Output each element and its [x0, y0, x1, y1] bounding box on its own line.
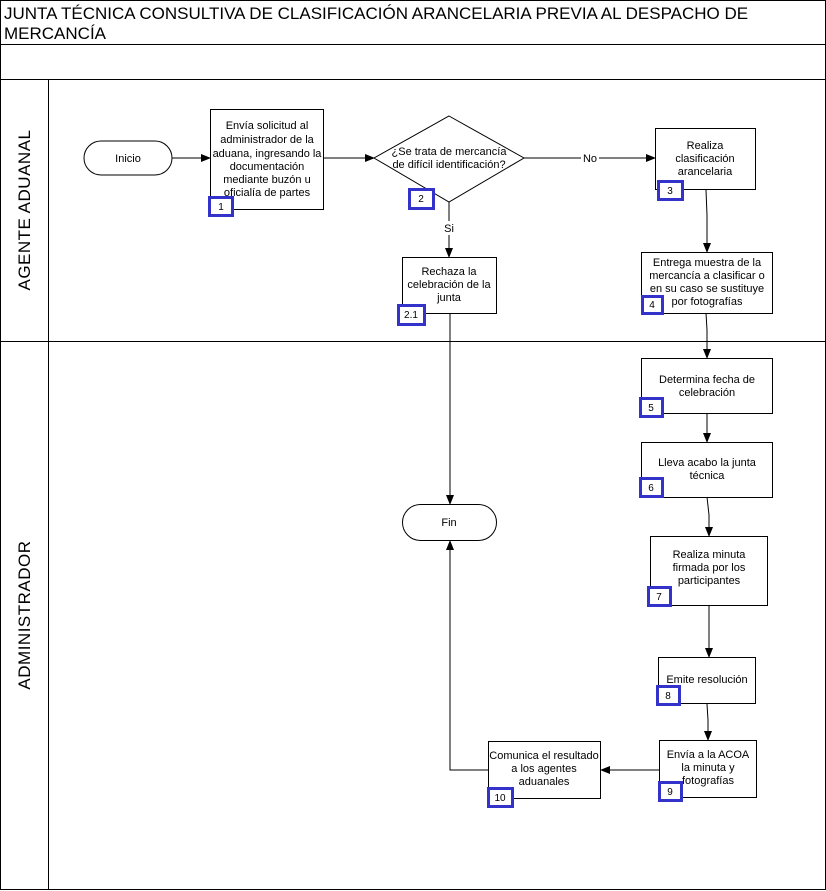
node-7-badge [647, 586, 672, 607]
node-9-line-1: Envía a la ACOA [667, 749, 750, 761]
node-2-line-2: de difícil identificación? [392, 159, 505, 171]
node-3: Realiza clasificación arancelaria 3 [655, 128, 756, 201]
node-8-badge [656, 685, 681, 706]
node-4-badge [641, 295, 664, 315]
node-3-line-1: Realiza [687, 140, 725, 152]
node-10-badge [487, 787, 514, 808]
title-line-2: MERCANCÍA [4, 24, 107, 43]
nodes: Inicio Envía solicitud al administrador … [83, 109, 773, 808]
edge-label-bg-si [440, 221, 458, 235]
node-9-line-2: la minuta y [681, 762, 735, 774]
node-2-1-badge-text: 2.1 [404, 310, 418, 321]
node-fin-text: Fin [441, 517, 456, 529]
node-9: Envía a la ACOA la minuta y fotografías … [658, 740, 757, 802]
node-2-line-1: ¿Se trata de mercancía [392, 146, 508, 158]
node-1-badge-text: 1 [218, 202, 224, 213]
edges: No Si [172, 151, 713, 774]
node-6-line-1: Lleva acabo la junta [658, 457, 757, 469]
node-7-badge-text: 7 [656, 592, 662, 603]
edge-n10-fin [446, 540, 488, 771]
lane-label-admin: ADMINISTRADOR [15, 540, 34, 689]
edge-label-no: No [583, 153, 597, 165]
node-8-badge-text: 8 [665, 691, 671, 702]
node-1-line-6: oficialía de partes [224, 187, 311, 199]
node-1-line-4: documentación [230, 161, 305, 173]
node-7: Realiza minuta firmada por los participa… [647, 536, 768, 607]
node-4-line-1: Entrega muestra de la [653, 257, 762, 269]
node-2-1-badge [397, 304, 426, 326]
node-4-line-3: en su caso se sustituye [650, 283, 764, 295]
node-2-badge [408, 188, 435, 210]
lane-label-agente: AGENTE ADUANAL [15, 130, 34, 291]
node-2-1: Rechaza la celebración de la junta 2.1 [397, 257, 497, 326]
node-7-line-3: participantes [678, 575, 741, 587]
node-fin: Fin [402, 504, 497, 541]
node-2-1-line-2: celebración de la [407, 279, 491, 291]
node-5-line-2: celebración [679, 387, 735, 399]
node-2-1-line-1: Rechaza la [421, 266, 477, 278]
node-5-line-1: Determina fecha de [659, 374, 755, 386]
node-4-line-4: por fotografías [672, 296, 743, 308]
node-5-badge [639, 397, 664, 418]
node-9-line-3: fotografías [682, 775, 734, 787]
node-9-badge [658, 781, 683, 802]
node-1-badge [208, 196, 234, 217]
edge-n3-n4 [703, 189, 711, 253]
node-4-badge-text: 4 [649, 300, 655, 311]
node-5-badge-text: 5 [648, 403, 654, 414]
node-6: Lleva acabo la junta técnica 6 [639, 442, 773, 498]
edge-label-si: Si [444, 223, 454, 235]
node-6-line-2: técnica [690, 470, 726, 482]
node-1-line-1: Envía solicitud al [226, 120, 309, 132]
node-3-badge [657, 180, 684, 201]
node-2-badge-text: 2 [418, 194, 424, 205]
node-4: Entrega muestra de la mercancía a clasif… [641, 252, 773, 315]
node-9-badge-text: 9 [667, 787, 673, 798]
node-10-line-1: Comunica el resultado [489, 750, 598, 762]
node-1: Envía solicitud al administrador de la a… [208, 109, 324, 217]
node-2: ¿Se trata de mercancía de difícil identi… [372, 115, 526, 210]
node-10-badge-text: 10 [494, 793, 506, 804]
node-1-line-5: mediante buzón u [223, 174, 310, 186]
node-8: Emite resolución 8 [656, 657, 756, 706]
edge-n6-n7 [705, 496, 713, 537]
node-10-line-2: a los agentes [511, 763, 577, 775]
node-8-line-1: Emite resolución [666, 674, 747, 686]
node-10: Comunica el resultado a los agentes adua… [487, 741, 601, 808]
node-1-line-3: aduana, ingresando la [213, 148, 323, 160]
node-6-badge-text: 6 [648, 483, 654, 494]
node-7-line-1: Realiza minuta [673, 549, 747, 561]
node-1-line-2: administrador de la [220, 134, 314, 146]
node-3-badge-text: 3 [667, 186, 673, 197]
edge-n8-n9 [704, 703, 712, 741]
node-7-line-2: firmada por los [673, 562, 746, 574]
node-10-line-3: aduanales [519, 776, 570, 788]
edge-n4-n5 [703, 312, 711, 359]
node-5: Determina fecha de celebración 5 [639, 358, 773, 418]
edge-label-bg-no [581, 151, 599, 165]
title-line-1: JUNTA TÉCNICA CONSULTIVA DE CLASIFICACIÓ… [4, 4, 748, 23]
node-3-line-3: arancelaria [678, 166, 733, 178]
node-inicio-text: Inicio [115, 153, 141, 165]
node-inicio: Inicio [83, 140, 173, 176]
node-2-1-line-3: junta [436, 292, 462, 304]
node-6-badge [639, 477, 664, 498]
node-4-line-2: mercancía a clasificar o [649, 270, 765, 282]
node-3-line-2: clasificación [675, 153, 734, 165]
